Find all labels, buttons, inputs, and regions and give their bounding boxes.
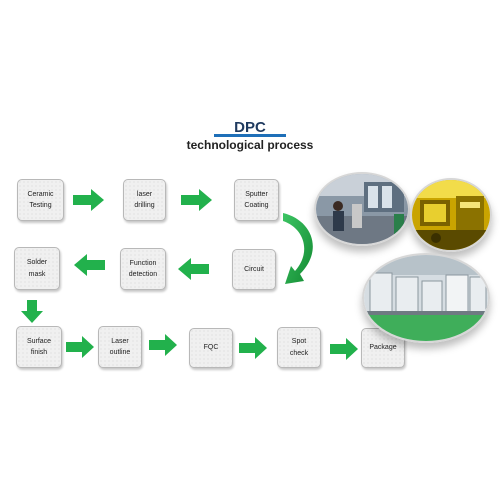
arrow-right-icon xyxy=(239,337,267,359)
step-label-line: Sputter xyxy=(245,190,268,198)
step-label-line: Circuit xyxy=(244,265,264,273)
step-label-line: Ceramic xyxy=(27,190,54,198)
arrow-right-icon xyxy=(181,189,212,211)
step-label-line: Package xyxy=(369,344,397,352)
step-spot-check: Spot check xyxy=(277,327,321,368)
title-underline xyxy=(214,134,286,137)
step-label-line: Laser xyxy=(111,337,129,345)
arrow-right-icon xyxy=(66,336,94,358)
step-label-line: Spot xyxy=(291,338,307,346)
step-surface-finish: Surface finish xyxy=(16,326,62,368)
step-laser-outline: Laser outline xyxy=(98,326,142,368)
step-function-detection: Function detection xyxy=(120,248,166,290)
step-label-line: Surface xyxy=(26,337,52,345)
factory-photo-operators xyxy=(314,172,410,246)
step-circuit: Circuit xyxy=(232,249,276,290)
factory-photo-yellow-equipment xyxy=(410,178,492,252)
step-label-line: Solder xyxy=(26,259,48,267)
step-label-line: mask xyxy=(28,270,46,278)
step-label-line: detection xyxy=(128,271,158,278)
step-label-line: Function xyxy=(129,259,157,267)
arrow-right-icon xyxy=(330,338,358,360)
page-title: DPC xyxy=(234,119,266,136)
arrow-right-icon xyxy=(149,334,177,356)
page-subtitle: technological process xyxy=(186,138,314,152)
step-solder-mask: Solder mask xyxy=(14,247,60,290)
step-label-line: Coating xyxy=(244,202,269,209)
step-fqc: FQC xyxy=(189,328,233,368)
step-label-line: Testing xyxy=(29,202,52,209)
step-label-line: laser xyxy=(136,190,153,198)
step-label-line: drilling xyxy=(134,202,155,209)
arrow-down-icon xyxy=(21,300,43,323)
step-laser-drilling: laser drilling xyxy=(123,179,166,221)
arrow-left-icon xyxy=(74,254,105,276)
arrow-left-icon xyxy=(178,258,209,280)
step-label-line: finish xyxy=(30,349,48,356)
step-label-line: FQC xyxy=(203,344,219,352)
curved-arrow-down-icon xyxy=(283,213,313,284)
step-label-line: outline xyxy=(109,349,131,356)
factory-photo-production-line xyxy=(362,253,490,343)
arrow-right-icon xyxy=(73,189,104,211)
step-label-line: check xyxy=(289,349,309,357)
